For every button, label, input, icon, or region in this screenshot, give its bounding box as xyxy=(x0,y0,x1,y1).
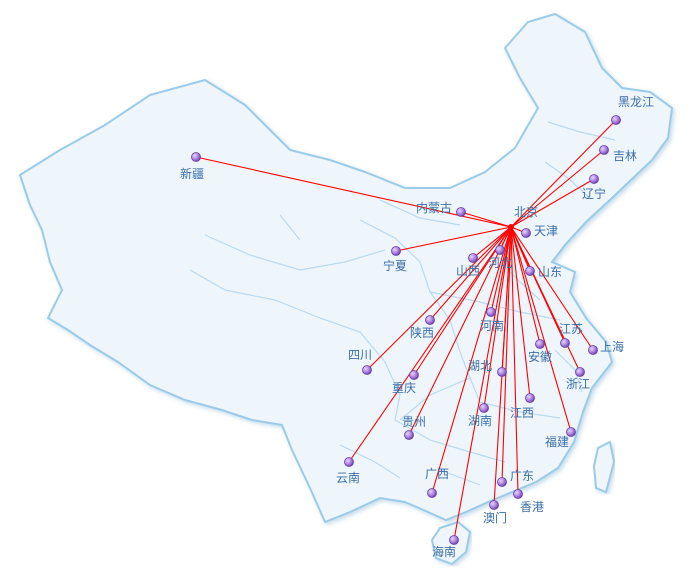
province-node-tianjin[interactable] xyxy=(521,228,531,238)
route-line-ningxia xyxy=(395,226,512,252)
province-label-tianjin: 天津 xyxy=(534,224,558,238)
province-node-shandong[interactable] xyxy=(525,266,535,276)
province-label-jilin: 吉林 xyxy=(613,149,637,163)
province-node-ningxia[interactable] xyxy=(391,246,401,256)
province-node-heilongjiang[interactable] xyxy=(611,115,621,125)
province-node-hunan[interactable] xyxy=(479,403,489,413)
province-label-heilongjiang: 黑龙江 xyxy=(618,95,654,109)
province-label-sichuan: 四川 xyxy=(348,348,372,362)
province-node-shaanxi[interactable] xyxy=(425,315,435,325)
route-line-shanghai xyxy=(510,226,594,351)
province-node-jilin[interactable] xyxy=(599,145,609,155)
route-line-zhejiang xyxy=(510,226,581,373)
province-label-shanghai: 上海 xyxy=(600,339,624,354)
route-line-guangdong xyxy=(501,226,512,483)
province-node-anhui[interactable] xyxy=(535,339,545,349)
route-line-chongqing xyxy=(413,226,512,376)
province-node-xinjiang[interactable] xyxy=(191,152,201,162)
province-label-yunnan: 云南 xyxy=(336,470,360,485)
route-line-hainan xyxy=(453,226,512,541)
route-lines xyxy=(195,119,617,541)
route-line-yunnan xyxy=(348,226,512,463)
province-label-guangdong: 广东 xyxy=(510,469,534,483)
province-node-chongqing[interactable] xyxy=(409,370,419,380)
province-node-guizhou[interactable] xyxy=(404,430,414,440)
province-label-anhui: 安徽 xyxy=(528,349,552,364)
province-label-hebei: 河北 xyxy=(488,256,512,270)
province-label-henan: 河南 xyxy=(480,318,504,333)
province-label-hubei: 湖北 xyxy=(468,358,492,373)
province-node-xianggang[interactable] xyxy=(513,489,523,499)
province-node-jiangxi[interactable] xyxy=(525,393,535,403)
province-label-liaoning: 辽宁 xyxy=(582,186,606,201)
route-line-xianggang xyxy=(510,226,519,495)
route-line-jiangxi xyxy=(510,226,531,399)
hub-node-beijing[interactable] xyxy=(508,224,514,230)
route-line-neimenggu xyxy=(460,211,512,228)
province-label-zhejiang: 浙江 xyxy=(566,377,590,391)
province-nodes xyxy=(191,115,621,545)
province-node-zhejiang[interactable] xyxy=(575,367,585,377)
province-node-hubei[interactable] xyxy=(497,367,507,377)
route-line-anhui xyxy=(510,226,541,345)
province-borders xyxy=(189,121,616,486)
province-label-shandong: 山东 xyxy=(538,265,562,279)
route-line-shanxi xyxy=(472,226,512,259)
taiwan-island xyxy=(592,440,616,494)
route-line-fujian xyxy=(510,226,572,433)
province-label-aomen: 澳门 xyxy=(483,510,507,525)
province-label-shaanxi: 陕西 xyxy=(410,325,434,340)
route-line-guizhou xyxy=(408,226,512,436)
route-line-sichuan xyxy=(366,226,512,371)
province-label-jiangxi: 江西 xyxy=(510,406,534,420)
province-label-ningxia: 宁夏 xyxy=(383,258,407,273)
province-label-guizhou: 贵州 xyxy=(402,415,426,429)
province-node-liaoning[interactable] xyxy=(589,174,599,184)
province-node-hainan[interactable] xyxy=(449,535,459,545)
province-label-xianggang: 香港 xyxy=(520,500,544,514)
route-line-henan xyxy=(490,226,512,313)
province-node-yunnan[interactable] xyxy=(344,457,354,467)
province-label-hainan: 海南 xyxy=(432,544,456,559)
province-label-jiangsu: 江苏 xyxy=(559,322,583,336)
province-label-chongqing: 重庆 xyxy=(392,381,416,395)
route-line-hunan xyxy=(483,226,512,409)
province-node-henan[interactable] xyxy=(486,307,496,317)
route-line-heilongjiang xyxy=(510,119,617,228)
province-label-fujian: 福建 xyxy=(545,434,569,449)
province-node-hebei[interactable] xyxy=(495,245,505,255)
province-label-hunan: 湖南 xyxy=(468,413,492,428)
province-node-shanghai[interactable] xyxy=(588,345,598,355)
province-node-guangdong[interactable] xyxy=(497,477,507,487)
province-node-aomen[interactable] xyxy=(489,500,499,510)
route-line-guangxi xyxy=(431,226,512,494)
province-label-neimenggu: 内蒙古 xyxy=(416,200,452,215)
route-line-aomen xyxy=(493,226,512,506)
province-node-guangxi[interactable] xyxy=(427,488,437,498)
route-line-liaoning xyxy=(510,178,595,228)
hub-label-beijing: 北京 xyxy=(514,205,538,219)
china-outline xyxy=(18,12,674,524)
province-node-neimenggu[interactable] xyxy=(456,207,466,217)
province-label-xinjiang: 新疆 xyxy=(180,166,204,181)
province-node-fujian[interactable] xyxy=(566,427,576,437)
province-label-shanxi: 山西 xyxy=(456,264,480,278)
province-node-sichuan[interactable] xyxy=(362,365,372,375)
route-line-jilin xyxy=(510,149,605,228)
province-node-jiangsu[interactable] xyxy=(560,338,570,348)
route-line-shaanxi xyxy=(429,226,512,321)
province-label-guangxi: 广西 xyxy=(425,467,449,481)
province-node-shanxi[interactable] xyxy=(468,253,478,263)
